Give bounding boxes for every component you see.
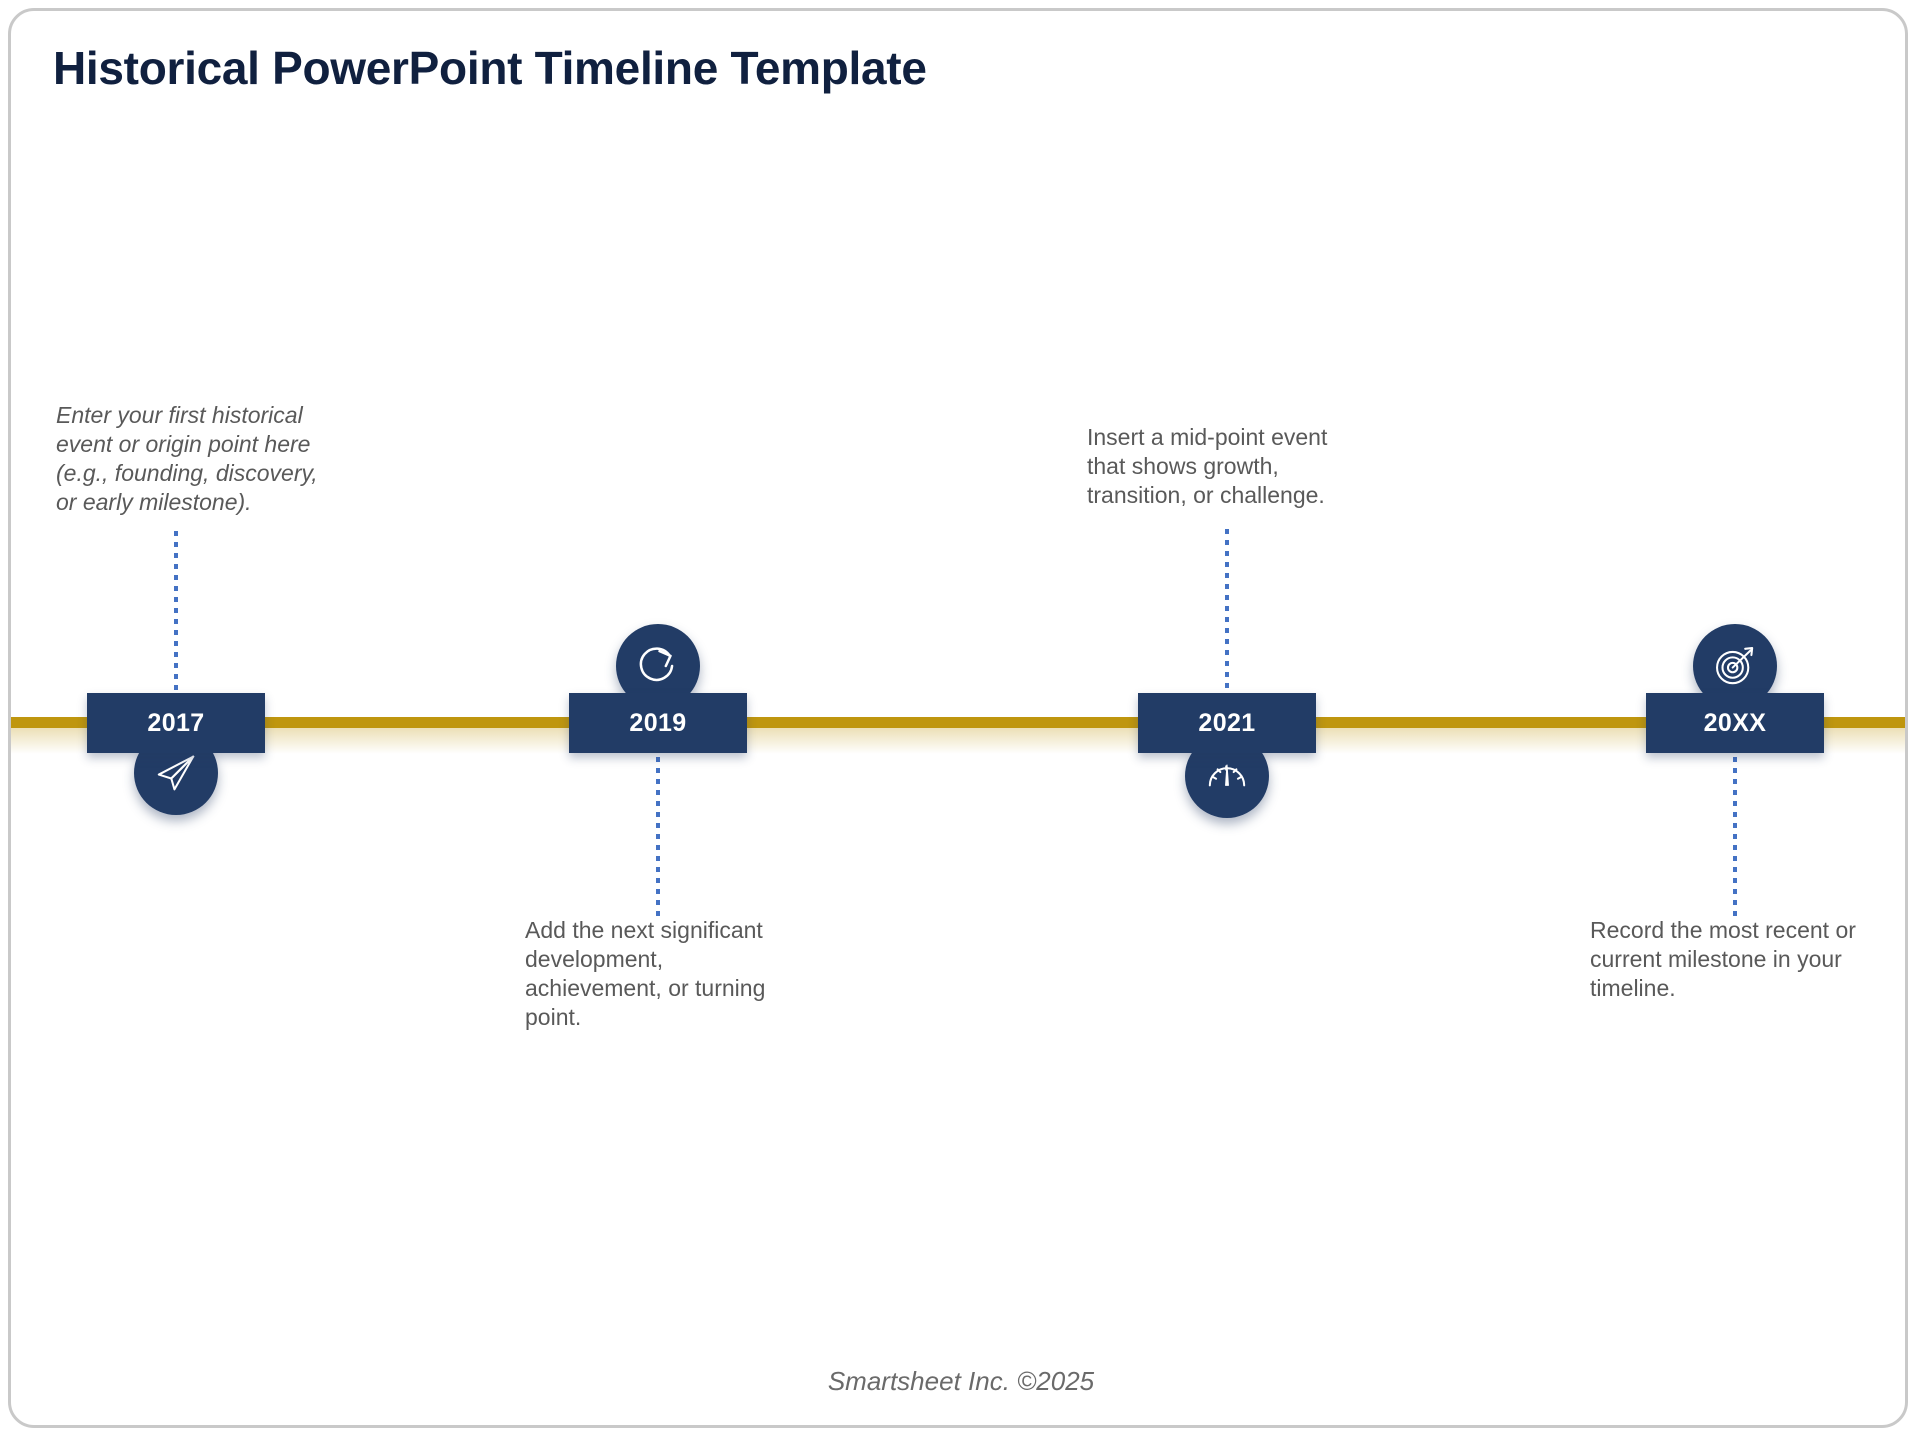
connector-line-20xx [1733,746,1737,916]
year-box-20xx[interactable]: 20XX [1646,693,1824,753]
caption-20xx: Record the most recent or current milest… [1590,917,1856,1001]
year-label-20xx: 20XX [1703,708,1767,737]
timeline-axis [11,717,1905,728]
footer-attribution: Smartsheet Inc. ©2025 [827,1366,1095,1396]
caption-2019: Add the next significant development, ac… [525,917,766,1030]
page-title: Historical PowerPoint Timeline Template [53,42,927,94]
caption-2017: Enter your first historical event or ori… [56,402,318,515]
year-box-2017[interactable]: 2017 [87,693,265,753]
year-label-2019: 2019 [629,708,687,737]
slide-canvas: Historical PowerPoint Timeline Template … [8,8,1908,1428]
year-box-2021[interactable]: 2021 [1138,693,1316,753]
connector-line-2019 [656,746,660,921]
year-box-2019[interactable]: 2019 [569,693,747,753]
year-label-2017: 2017 [147,708,205,737]
connector-line-2021 [1225,529,1229,692]
caption-2021: Insert a mid-point event that shows grow… [1087,424,1328,508]
timeline-axis-shadow [11,728,1905,754]
connector-line-2017 [174,531,178,692]
year-label-2021: 2021 [1198,708,1256,737]
